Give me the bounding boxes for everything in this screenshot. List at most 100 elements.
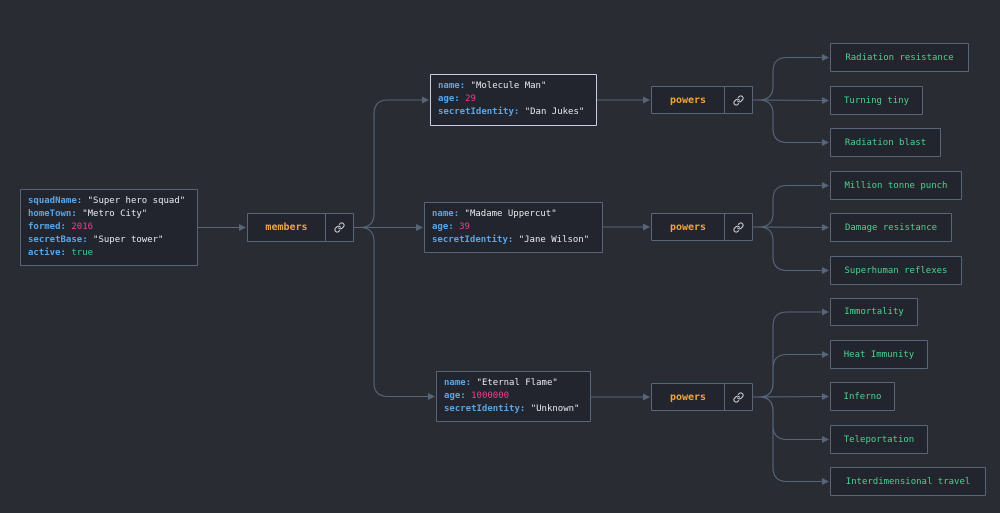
powers-node[interactable]: powers — [651, 213, 753, 241]
field-separator: : — [465, 378, 477, 388]
field-row: name: "Molecule Man" — [438, 80, 589, 93]
field-key: secretIdentity — [432, 235, 508, 245]
array-label: powers — [669, 391, 707, 403]
edge — [753, 396, 829, 485]
power-text: Turning tiny — [843, 95, 910, 106]
power-item[interactable]: Inferno — [830, 382, 895, 411]
edge — [753, 396, 829, 443]
field-row: age: 29 — [438, 93, 589, 106]
array-label: powers — [669, 221, 707, 233]
field-value: "Madame Uppercut" — [464, 209, 557, 219]
field-key: active — [28, 248, 61, 258]
field-value: 1000000 — [471, 391, 510, 401]
field-key: squadName — [28, 196, 77, 206]
field-separator: : — [459, 81, 471, 91]
field-separator: : — [453, 209, 465, 219]
field-key: formed — [28, 222, 61, 232]
edge — [354, 226, 435, 400]
edge — [752, 96, 829, 104]
power-item[interactable]: Radiation resistance — [830, 43, 969, 72]
field-row: name: "Eternal Flame" — [444, 377, 583, 390]
field-value: "Dan Jukes" — [524, 107, 585, 117]
power-text: Radiation resistance — [845, 52, 954, 63]
edge — [752, 223, 829, 231]
field-key: name — [432, 209, 454, 219]
field-row: homeTown: "Metro City" — [28, 208, 190, 221]
field-row: age: 1000000 — [444, 390, 583, 403]
link-button[interactable] — [724, 87, 752, 113]
powers-node[interactable]: powers — [651, 383, 753, 411]
field-key: secretIdentity — [444, 404, 520, 414]
field-separator: : — [82, 235, 94, 245]
array-label: powers — [669, 94, 707, 106]
array-label: members — [265, 222, 308, 233]
field-row: formed: 2016 — [28, 221, 190, 234]
edge — [753, 226, 829, 274]
field-value: 39 — [459, 222, 470, 232]
power-item[interactable]: Million tonne punch — [830, 171, 962, 200]
field-key: homeTown — [28, 209, 72, 219]
field-key: age — [444, 391, 461, 401]
powers-node[interactable]: powers — [651, 86, 753, 114]
field-value: "Unknown" — [530, 404, 580, 414]
field-value: 29 — [465, 94, 476, 104]
field-separator: : — [507, 235, 519, 245]
field-row: secretIdentity: "Dan Jukes" — [438, 106, 589, 119]
field-separator: : — [71, 209, 83, 219]
field-value: 2016 — [71, 222, 94, 232]
field-row: age: 39 — [432, 221, 595, 234]
power-text: Interdimensional travel — [845, 476, 971, 487]
edge — [753, 182, 829, 228]
field-separator: : — [454, 94, 466, 104]
field-key: secretIdentity — [438, 107, 514, 117]
field-row: secretBase: "Super tower" — [28, 234, 190, 247]
field-row: active: true — [28, 247, 190, 260]
power-item[interactable]: Damage resistance — [830, 213, 952, 242]
field-row: secretIdentity: "Jane Wilson" — [432, 234, 595, 247]
power-item[interactable]: Radiation blast — [830, 128, 941, 157]
field-separator: : — [448, 222, 460, 232]
field-separator: : — [519, 404, 531, 414]
members-node[interactable]: members — [247, 213, 354, 242]
power-item[interactable]: Interdimensional travel — [830, 467, 986, 496]
link-icon — [733, 221, 744, 233]
edge — [752, 393, 829, 401]
field-key: age — [438, 94, 455, 104]
field-value: true — [71, 248, 94, 258]
power-text: Teleportation — [843, 434, 915, 445]
field-row: squadName: "Super hero squad" — [28, 195, 190, 208]
power-item[interactable]: Superhuman reflexes — [830, 256, 962, 285]
field-separator: : — [460, 391, 472, 401]
edge — [354, 96, 429, 229]
field-value: "Jane Wilson" — [518, 235, 590, 245]
power-item[interactable]: Teleportation — [830, 425, 928, 454]
edge — [753, 351, 829, 398]
field-separator: : — [60, 222, 72, 232]
link-icon — [334, 222, 345, 233]
power-item[interactable]: Heat Immunity — [830, 340, 928, 369]
field-separator: : — [513, 107, 525, 117]
power-text: Radiation blast — [844, 137, 927, 148]
power-text: Superhuman reflexes — [844, 265, 948, 276]
field-value: "Super tower" — [93, 235, 164, 245]
link-button[interactable] — [724, 384, 752, 410]
field-key: name — [438, 81, 460, 91]
power-item[interactable]: Turning tiny — [830, 86, 923, 115]
power-text: Inferno — [843, 391, 882, 402]
edge — [753, 54, 829, 101]
link-icon — [733, 94, 744, 106]
power-text: Damage resistance — [844, 222, 938, 233]
field-separator: : — [60, 248, 72, 258]
link-button[interactable] — [724, 214, 752, 240]
field-separator: : — [76, 196, 88, 206]
link-button[interactable] — [325, 214, 353, 241]
field-value: "Metro City" — [82, 209, 148, 219]
root-node[interactable]: squadName: "Super hero squad"homeTown: "… — [20, 189, 198, 266]
power-item[interactable]: Immortality — [830, 298, 918, 326]
link-icon — [733, 391, 744, 403]
power-text: Million tonne punch — [844, 180, 948, 191]
field-row: name: "Madame Uppercut" — [432, 208, 595, 221]
